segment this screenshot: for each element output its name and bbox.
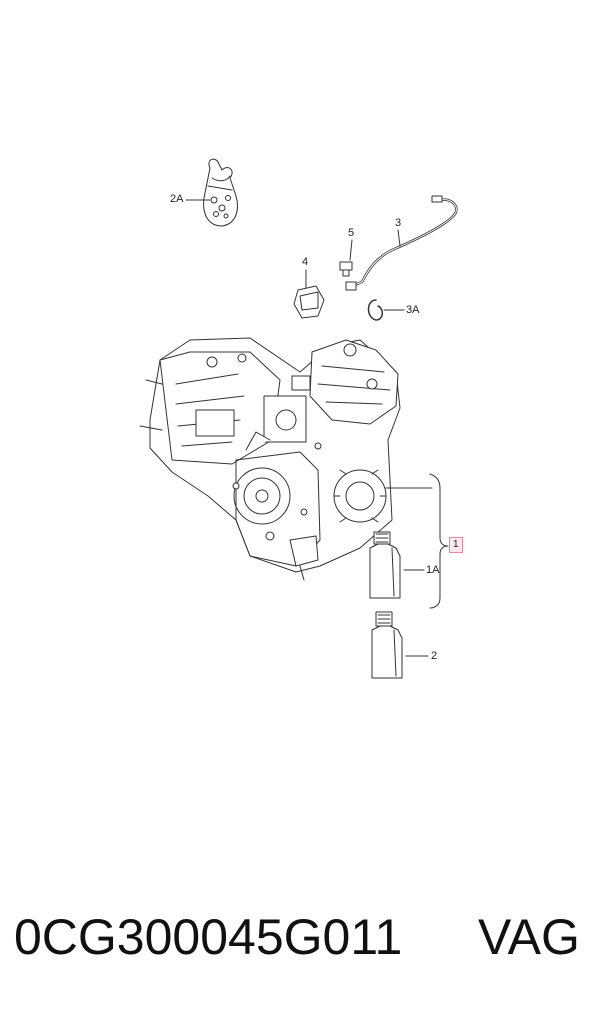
part-4-bracket-drawing <box>293 285 325 319</box>
callout-1-highlight[interactable]: 1 <box>449 537 463 553</box>
callout-4: 4 <box>302 256 309 268</box>
callout-1a: 1A <box>426 564 440 576</box>
part-number: 0CG300045G011 <box>14 909 403 965</box>
callout-3a: 3A <box>406 304 420 316</box>
part-5-bolt-drawing <box>339 261 353 277</box>
exploded-parts-diagram <box>139 158 458 679</box>
leader-5 <box>349 239 353 261</box>
callout-2: 2 <box>431 650 438 662</box>
transmission-assembly-drawing <box>139 337 401 581</box>
part-1a-oil-bottle-drawing <box>369 531 401 599</box>
brand-label: VAG <box>478 909 580 965</box>
part-3-sensor-cable-drawing <box>345 195 458 291</box>
leader-3 <box>397 229 401 247</box>
callout-2a: 2A <box>170 193 184 205</box>
group-bracket <box>429 473 449 609</box>
part-3a-circlip-drawing <box>367 299 383 321</box>
callout-3: 3 <box>395 217 402 229</box>
callout-5: 5 <box>348 227 355 239</box>
part-2-oil-bottle-drawing <box>371 611 403 679</box>
part-2a-clip-drawing <box>203 158 238 227</box>
